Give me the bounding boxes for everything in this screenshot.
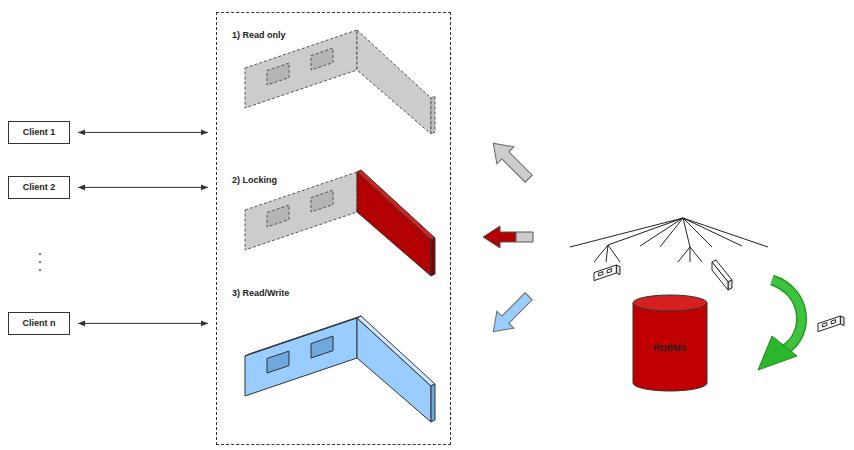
window	[311, 336, 333, 358]
tree-line	[570, 218, 683, 247]
wall-front	[245, 318, 357, 396]
wall-icon-edge	[728, 280, 732, 290]
green-curved-arrow	[758, 280, 802, 370]
client-box: Client 1	[8, 121, 70, 144]
dot	[39, 253, 42, 256]
locking-wall	[245, 170, 435, 276]
double-arrow-connector	[78, 323, 208, 324]
window	[267, 351, 289, 373]
mode-heading: 3) Read/Write	[232, 288, 289, 299]
block-arrow-grey	[516, 232, 533, 242]
tree-line	[608, 245, 620, 262]
tree-line	[683, 218, 768, 247]
window	[311, 190, 333, 212]
tree-line	[678, 247, 690, 262]
wall-icon	[594, 265, 620, 281]
dot	[39, 269, 42, 272]
tree-line	[690, 247, 691, 262]
node-label: RDBMS	[654, 343, 687, 354]
wall-side	[357, 30, 431, 134]
window	[267, 205, 289, 227]
wall-edge	[431, 384, 435, 422]
wall-icon	[818, 316, 844, 332]
tree-line	[594, 245, 608, 262]
block-arrow	[485, 135, 537, 187]
double-arrow-connector	[78, 187, 208, 188]
client-box: Client 2	[8, 176, 70, 199]
locking-arrow	[483, 226, 533, 248]
tree-line	[683, 218, 690, 247]
client-box: Client n	[8, 312, 70, 335]
window	[311, 48, 333, 70]
window	[267, 63, 289, 85]
tree-line	[690, 247, 702, 262]
wall-edge	[431, 238, 435, 276]
read-write-wall	[245, 316, 435, 422]
block-arrow	[485, 288, 537, 340]
wall-icon	[712, 260, 732, 290]
wall-front	[245, 30, 357, 108]
block-arrow-red	[483, 226, 516, 248]
tree-line	[683, 218, 712, 247]
node-label: Client 2	[16, 182, 62, 193]
double-arrow-connector	[78, 132, 208, 133]
read-write-arrow	[485, 288, 537, 340]
tree-line	[683, 218, 742, 246]
wall-top	[357, 170, 435, 240]
database-label-box: RDBMS	[633, 310, 707, 386]
wall-top	[357, 316, 435, 386]
database-cylinder	[633, 295, 707, 391]
access-mode-panel: 1) Read only 2) Locking 3) Read/Write	[216, 12, 451, 445]
read-only-wall	[245, 30, 435, 134]
cylinder-body	[633, 303, 707, 391]
connectors	[78, 132, 208, 323]
tree-line	[640, 218, 683, 246]
node-label: Client 1	[16, 127, 62, 138]
wall-edge	[431, 96, 435, 134]
cylinder-top	[633, 295, 707, 311]
read-only-arrow	[485, 135, 537, 187]
mode-heading: 2) Locking	[232, 175, 277, 186]
tree-line	[660, 218, 683, 247]
ellipsis-dots	[39, 253, 42, 272]
curved-arrow-head	[758, 336, 797, 370]
node-label: Client n	[16, 318, 62, 329]
mode-heading: 1) Read only	[232, 30, 286, 41]
dot	[39, 261, 42, 264]
tree-line	[606, 245, 608, 262]
object-tree	[570, 218, 768, 262]
wall-icon-side	[712, 262, 728, 290]
